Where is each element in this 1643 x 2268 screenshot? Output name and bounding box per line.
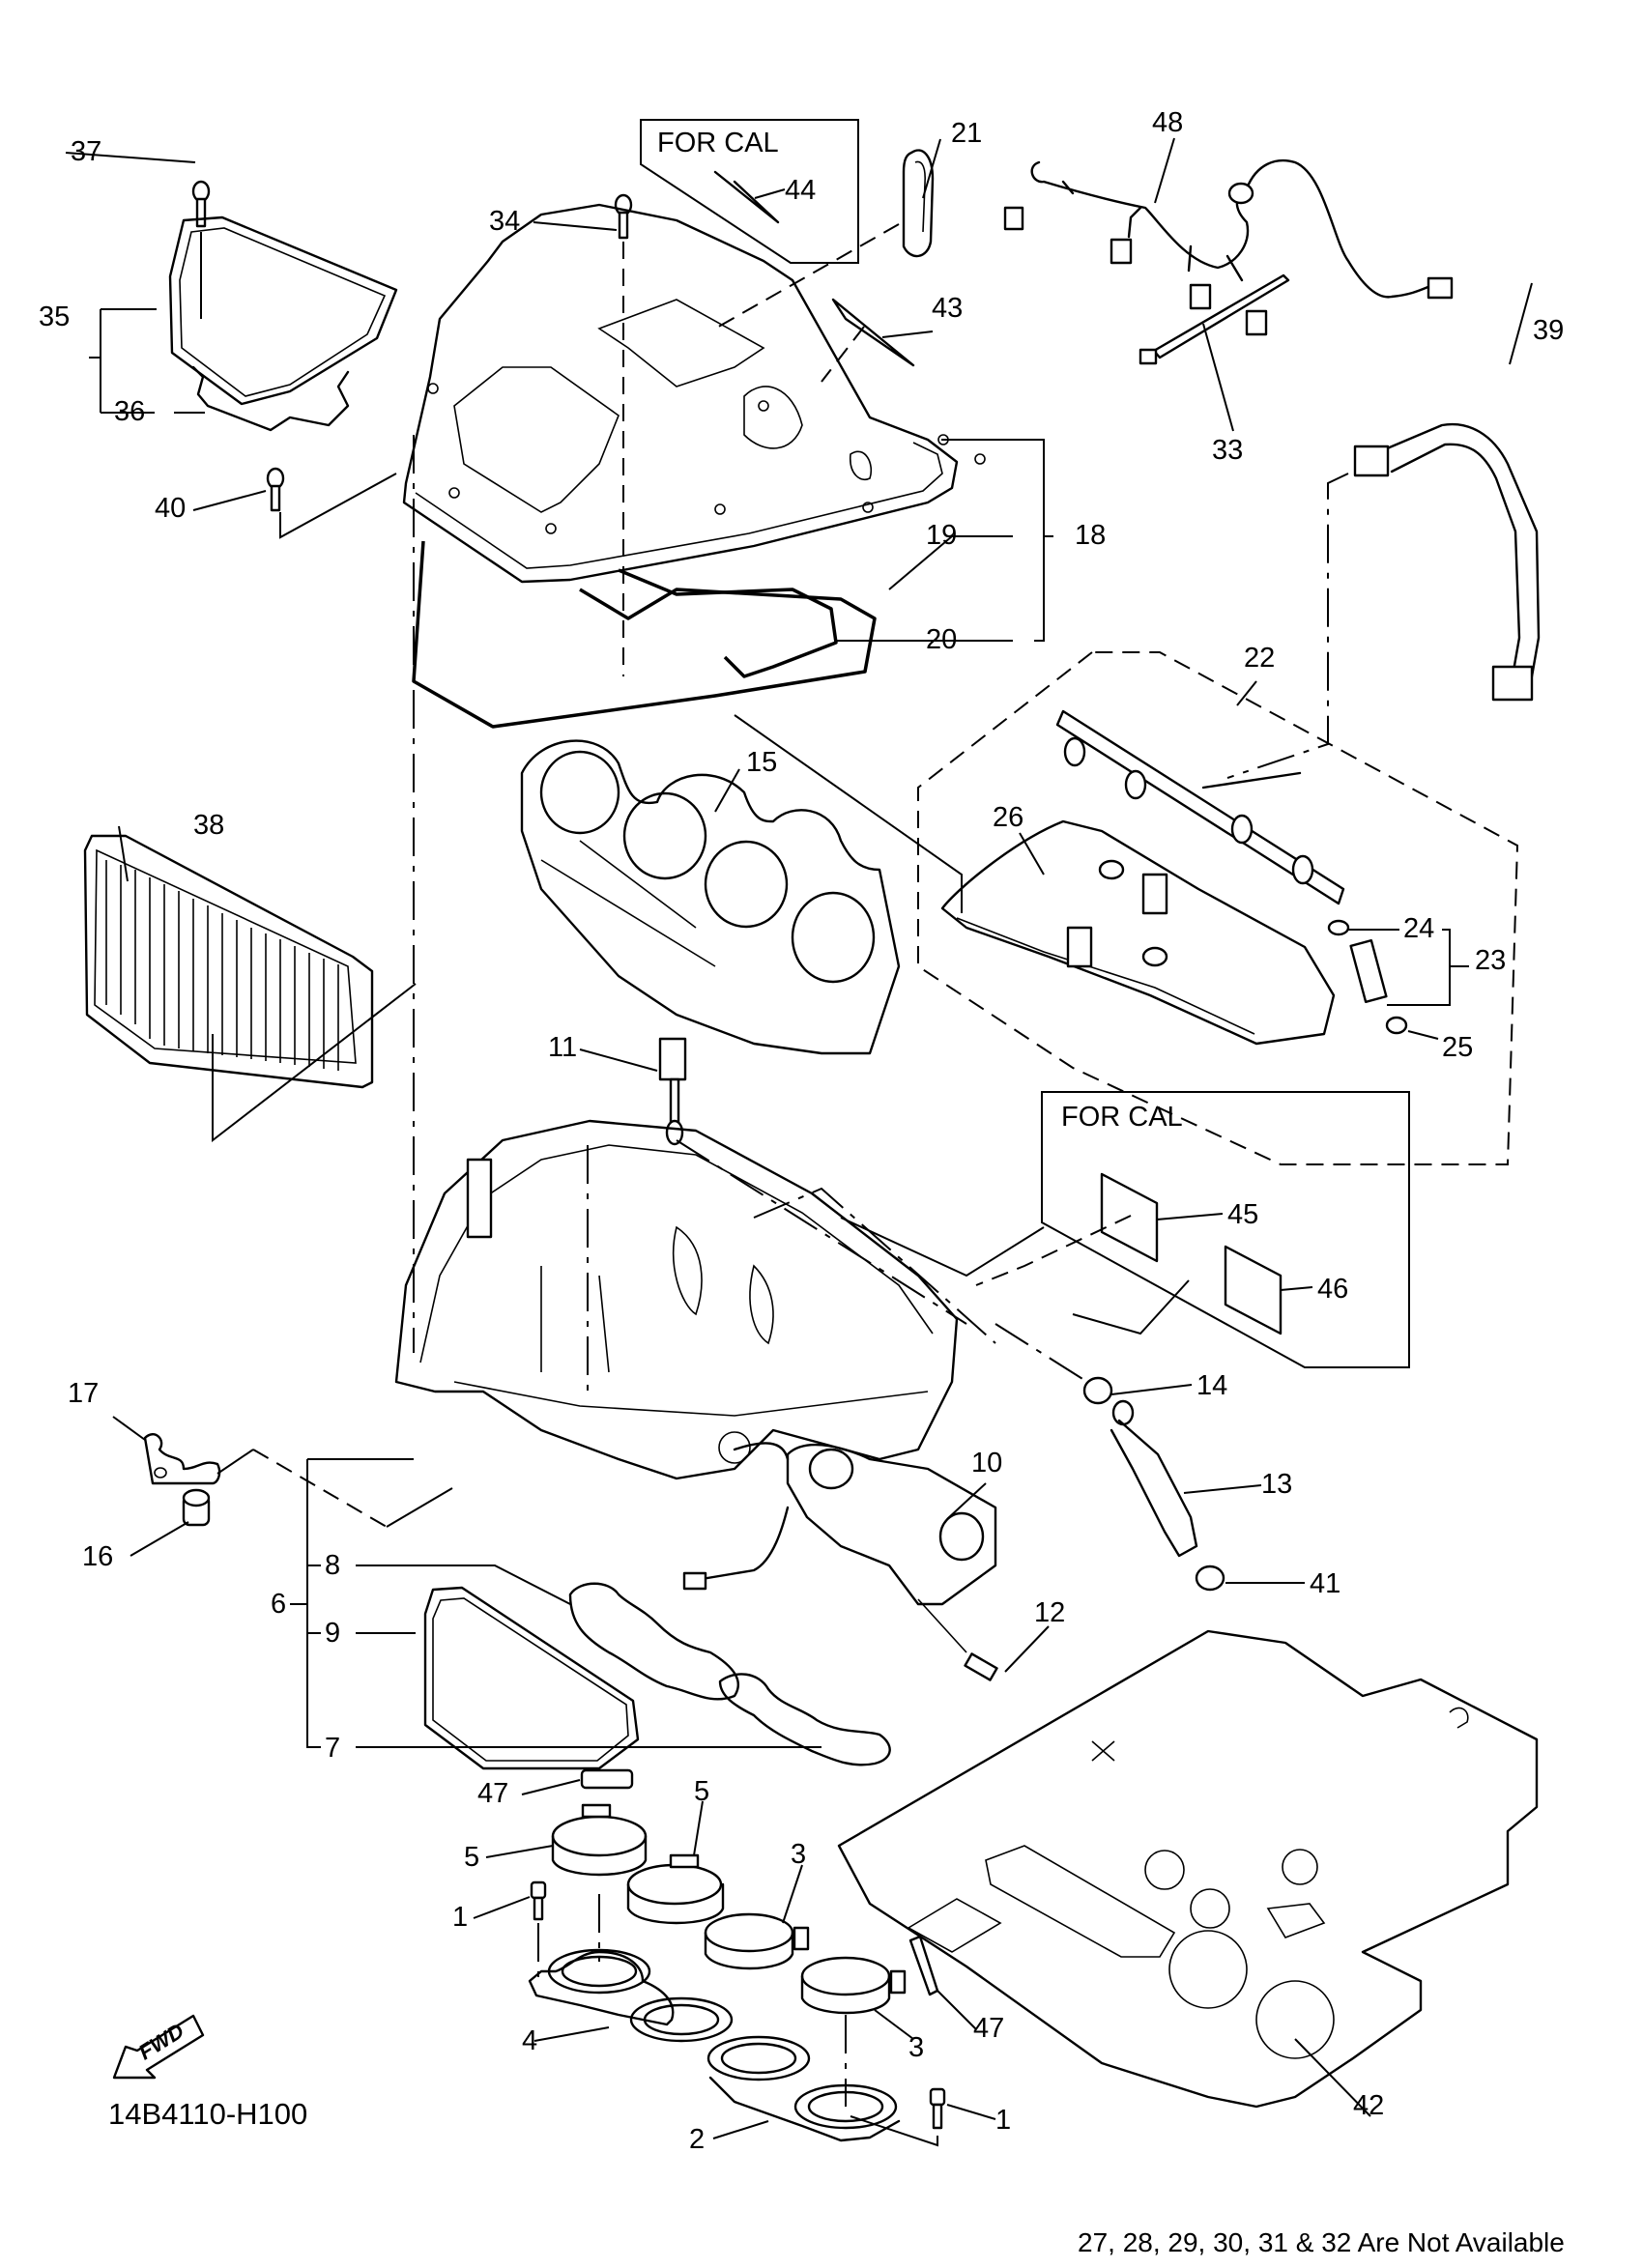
for-cal-title-1: FOR CAL (657, 128, 779, 158)
callout-45: 45 (1227, 1199, 1259, 1230)
callout-21: 21 (951, 118, 983, 149)
part-17-bracket (112, 1416, 453, 1528)
part-4-intake-joint (528, 1948, 734, 2043)
part-37-screw (65, 152, 211, 228)
callout-1-lower: 1 (995, 2105, 1012, 2136)
callout-18: 18 (1075, 520, 1107, 551)
part-20-seal (412, 540, 877, 729)
callout-44: 44 (785, 175, 817, 206)
part-22-fuel-rail-assembly (917, 651, 1519, 1165)
part-9-gasket (423, 1586, 640, 1770)
part-5-clamps (485, 1800, 725, 1962)
part-11-sensor (579, 1037, 687, 1146)
callout-8: 8 (325, 1550, 341, 1581)
part-38-air-filter (83, 825, 417, 1143)
callout-37: 37 (71, 136, 102, 167)
callout-9: 9 (325, 1618, 341, 1649)
part-13-hose (994, 1323, 1305, 1592)
part-1-screw-upper (473, 1880, 547, 1986)
callout-5-left: 5 (464, 1842, 480, 1873)
callout-4: 4 (522, 2025, 538, 2056)
part-8-seal (568, 1582, 739, 1701)
for-cal-title-2: FOR CAL (1061, 1102, 1183, 1133)
callout-7: 7 (325, 1733, 341, 1764)
part-7-seal (718, 1673, 891, 1766)
part-2-intake-joint (706, 2035, 901, 2142)
part-1-screw-lower (850, 2087, 996, 2147)
callout-15: 15 (746, 747, 778, 778)
part-16-damper (130, 1488, 211, 1557)
part-39-fuel-hose (1226, 282, 1541, 779)
part-48-wire-harness (1003, 137, 1454, 336)
callout-2: 2 (689, 2124, 706, 2155)
callout-38: 38 (193, 810, 225, 841)
part-26-rail-cover (734, 714, 1336, 1046)
callout-23: 23 (1475, 945, 1507, 976)
callout-17: 17 (68, 1378, 100, 1409)
callout-3-upper: 3 (791, 1839, 807, 1870)
callout-24: 24 (1403, 913, 1435, 944)
part-23-injector (1327, 919, 1469, 1040)
callout-41: 41 (1310, 1568, 1341, 1599)
callout-5-right: 5 (694, 1776, 710, 1807)
callout-33: 33 (1212, 435, 1244, 466)
part-36-gasket (191, 365, 350, 432)
callout-36: 36 (114, 396, 146, 427)
callout-26: 26 (993, 802, 1024, 833)
for-cal-box-1 (640, 119, 859, 264)
callout-35: 35 (39, 301, 71, 332)
part-21-grommet (714, 138, 941, 330)
callout-20: 20 (926, 624, 958, 655)
part-33-cable-tie (1139, 273, 1290, 432)
callout-47-upper: 47 (477, 1778, 509, 1809)
callout-1-upper: 1 (452, 1902, 469, 1933)
callout-46: 46 (1317, 1274, 1349, 1305)
part-10-valve (682, 1442, 1050, 1681)
callout-40: 40 (155, 493, 187, 524)
part-34-screw (533, 193, 633, 676)
part-40-screw (192, 467, 397, 539)
callout-19: 19 (926, 520, 958, 551)
part-43-strip (821, 298, 934, 383)
part-47-clip-lower (908, 1935, 977, 2030)
callout-10: 10 (971, 1448, 1003, 1479)
airbox-lower-case (394, 1119, 959, 1480)
airbox-upper-case (402, 203, 986, 584)
callout-43: 43 (932, 293, 964, 324)
callout-22: 22 (1244, 643, 1276, 674)
callout-13: 13 (1261, 1469, 1293, 1500)
callout-39: 39 (1533, 315, 1565, 346)
callout-42: 42 (1353, 2090, 1385, 2121)
part-42-sheet (837, 1629, 1539, 2117)
filter-pleats (105, 860, 339, 1071)
callout-3-lower: 3 (908, 2032, 925, 2063)
callout-47-lower: 47 (973, 2013, 1005, 2044)
part-15-throttle-bodies (520, 739, 901, 1055)
callout-48: 48 (1152, 107, 1184, 138)
part-47-clip-upper (521, 1768, 634, 1795)
callout-12: 12 (1034, 1597, 1066, 1628)
fwd-arrow-icon (112, 2014, 205, 2080)
callout-11: 11 (548, 1032, 578, 1063)
callout-25: 25 (1442, 1032, 1474, 1063)
diagram-reference-code: 14B4110-H100 (108, 2097, 308, 2131)
availability-note: 27, 28, 29, 30, 31 & 32 Are Not Availabl… (1078, 2227, 1565, 2257)
callout-6: 6 (271, 1589, 287, 1620)
callout-16: 16 (82, 1541, 114, 1572)
callout-14: 14 (1196, 1370, 1228, 1401)
part-35-cover (168, 215, 398, 406)
callout-34: 34 (489, 206, 521, 237)
for-cal-box-2 (975, 1091, 1410, 1368)
